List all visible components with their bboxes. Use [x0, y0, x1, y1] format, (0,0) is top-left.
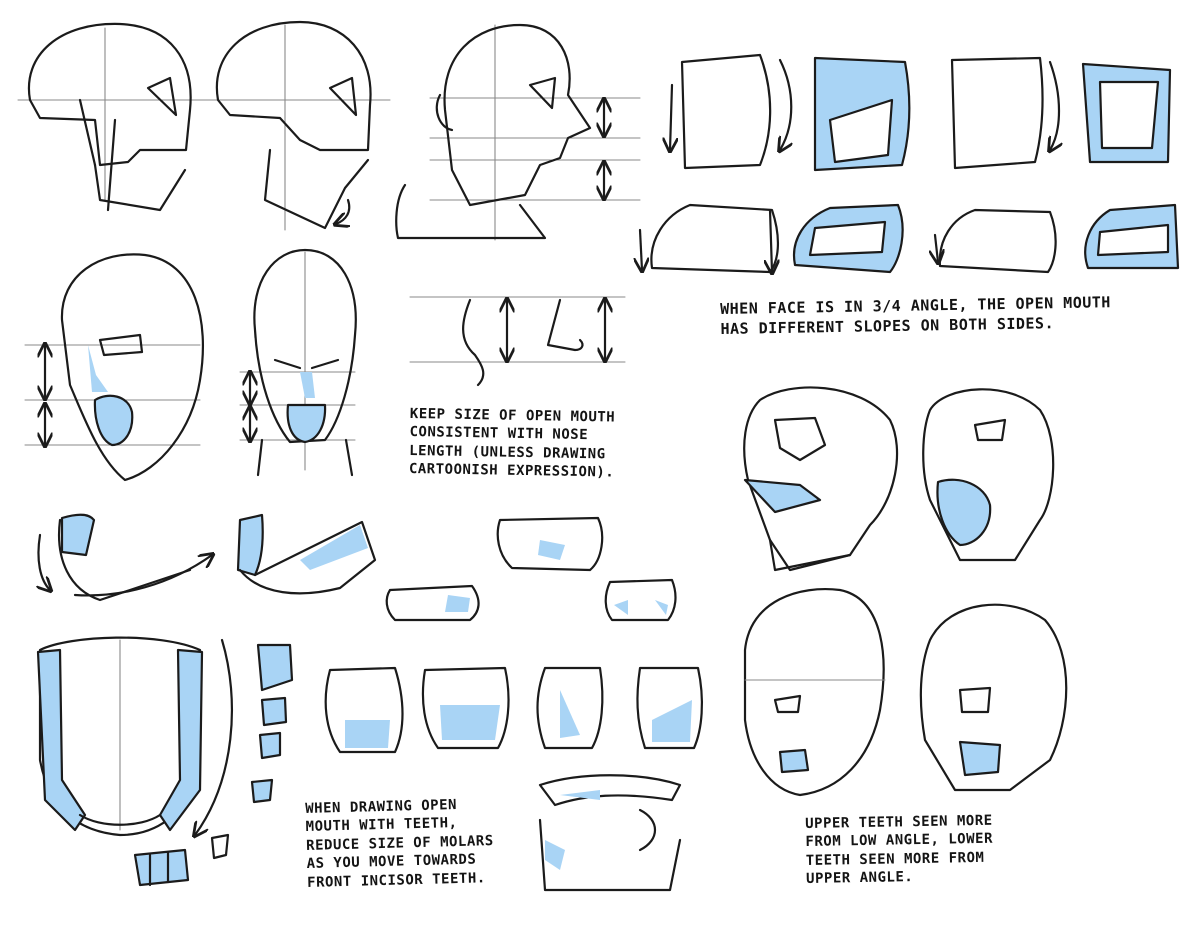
head-profile-mouth-open — [395, 23, 641, 241]
mouth-box-lower-row — [640, 203, 1180, 272]
open-mouth-teeth-shapes — [324, 666, 704, 754]
mouth-box-upper-row — [670, 53, 1172, 172]
head-low-angle — [922, 388, 1055, 562]
note-teeth-angles: UPPER TEETH SEEN MORE FROM LOW ANGLE, LO… — [805, 812, 994, 888]
note-three-quarter-angle: WHEN FACE IS IN 3/4 ANGLE, THE OPEN MOUT… — [720, 293, 1112, 338]
mouth-volume-shapes — [385, 516, 677, 622]
skull-jaw-open-view — [199, 20, 391, 231]
head-high-angle — [743, 588, 886, 797]
individual-teeth-sequence — [133, 638, 294, 887]
teeth-band-twist — [538, 774, 682, 892]
nose-length-reference — [409, 296, 626, 387]
skull-low-angle — [743, 386, 899, 572]
skull-high-angle — [919, 603, 1068, 792]
head-front-view — [239, 248, 357, 477]
head-three-quarter-front — [24, 253, 204, 482]
note-nose-length: KEEP SIZE OF OPEN MOUTH CONSISTENT WITH … — [408, 405, 616, 481]
skull-side-view — [17, 22, 201, 212]
dental-arch-top-view — [36, 636, 204, 837]
teeth-arc-arrows — [38, 513, 377, 602]
note-molars: WHEN DRAWING OPEN MOUTH WITH TEETH, REDU… — [305, 797, 494, 891]
